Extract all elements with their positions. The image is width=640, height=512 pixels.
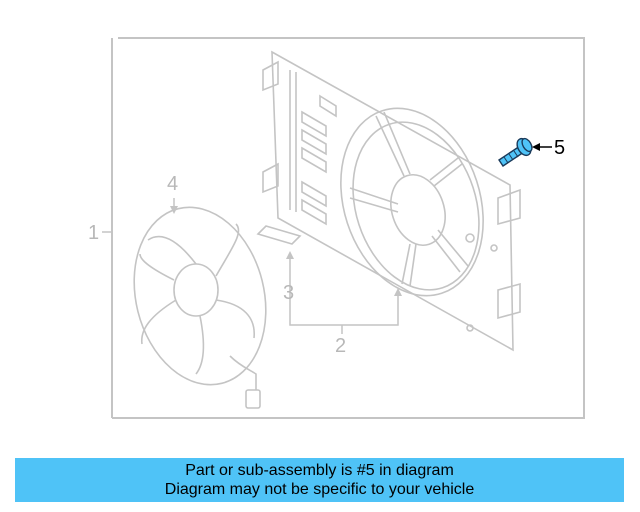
- assembly-bracket: [112, 37, 585, 419]
- callout-4-arrowhead: [170, 206, 178, 214]
- bolt-part-5: [498, 137, 533, 167]
- cooling-fan: [133, 206, 267, 409]
- banner-line-2: Diagram may not be specific to your vehi…: [164, 481, 475, 498]
- callout-2-arrowhead: [394, 288, 402, 296]
- callout-5-arrowhead: [532, 143, 540, 151]
- banner-line-1: Part or sub-assembly is #5 in diagram: [185, 462, 454, 479]
- callout-1: 1: [88, 222, 99, 244]
- callout-2-leader: [289, 255, 399, 334]
- callout-3-arrowhead: [286, 251, 294, 259]
- seal-strip: [256, 225, 302, 245]
- callout-2: 2: [335, 335, 346, 357]
- callout-3: 3: [283, 282, 294, 304]
- info-banner: Part or sub-assembly is #5 in diagram Di…: [15, 458, 624, 502]
- fan-shroud: [262, 50, 521, 352]
- parts-diagram: 1: [88, 37, 585, 419]
- callout-5: 5: [554, 137, 565, 159]
- callout-4: 4: [167, 173, 178, 195]
